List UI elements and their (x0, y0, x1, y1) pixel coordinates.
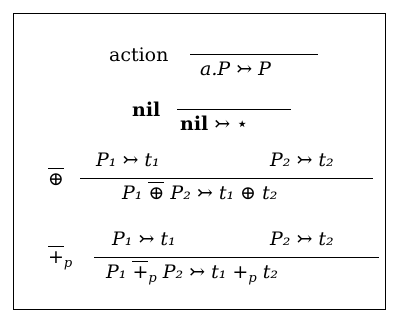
conclusion-oplus-left: P₁ (122, 182, 149, 204)
rule-name-plus-p-bar: +p (48, 246, 72, 275)
conclusion-nil-term: nil (180, 113, 209, 135)
rule-name-plus-symbol: + (48, 246, 64, 268)
conclusion-plus-tail: t₂ (256, 261, 278, 283)
conclusion-plus-left: P₁ (106, 261, 133, 283)
premise-left-oplus-bar: P₁ ↣ t₁ (96, 149, 160, 171)
inference-bar-plus-p-bar (94, 257, 379, 258)
premise-left-plus-p-bar: P₁ ↣ t₁ (112, 228, 176, 250)
rule-plus-p-bar: +p P₁ ↣ t₁ P₂ ↣ t₂ P₁ +p P₂ ↣ t₁ +p t₂ (14, 224, 385, 286)
conclusion-action: a.P ↣ P (200, 58, 271, 80)
rule-nil: nil nil ↣ ⋆ (14, 89, 385, 149)
premises-oplus-bar: P₁ ↣ t₁ P₂ ↣ t₂ (96, 149, 371, 171)
conclusion-oplus-right: P₂ ↣ t₁ ⊕ t₂ (164, 182, 278, 204)
rule-action: action a.P ↣ P (14, 32, 385, 92)
conclusion-plus-right-subscript: p (248, 271, 257, 286)
rule-oplus-bar: ⊕ P₁ ↣ t₁ P₂ ↣ t₂ P₁ ⊕ P₂ ↣ t₁ ⊕ t₂ (14, 144, 385, 204)
rule-name-action: action (109, 44, 169, 66)
conclusion-nil: nil ↣ ⋆ (180, 113, 248, 135)
rule-name-oplus-bar: ⊕ (48, 168, 64, 190)
conclusion-plus-right: P₂ ↣ t₁ + (156, 261, 249, 283)
conclusion-plus-operator: + (132, 261, 149, 283)
inference-bar-nil (177, 109, 291, 110)
premises-plus-p-bar: P₁ ↣ t₁ P₂ ↣ t₂ (112, 228, 377, 250)
conclusion-nil-rest: ↣ ⋆ (208, 113, 249, 135)
inference-bar-oplus-bar (80, 178, 373, 179)
premise-right-oplus-bar: P₂ ↣ t₂ (270, 149, 334, 171)
conclusion-oplus-bar: P₁ ⊕ P₂ ↣ t₁ ⊕ t₂ (122, 182, 277, 204)
rule-name-nil: nil (132, 99, 161, 121)
conclusion-plus-p-bar: P₁ +p P₂ ↣ t₁ +p t₂ (106, 261, 278, 290)
rule-name-oplus-symbol: ⊕ (48, 168, 64, 190)
premise-right-plus-p-bar: P₂ ↣ t₂ (270, 228, 334, 250)
rule-name-plus-subscript: p (63, 256, 73, 271)
inference-bar-action (190, 54, 318, 55)
conclusion-oplus-operator: ⊕ (148, 182, 165, 204)
figure-frame: action a.P ↣ P nil nil ↣ ⋆ ⊕ P₁ ↣ t₁ P₂ … (13, 13, 386, 310)
conclusion-plus-operator-subscript: p (148, 271, 157, 286)
